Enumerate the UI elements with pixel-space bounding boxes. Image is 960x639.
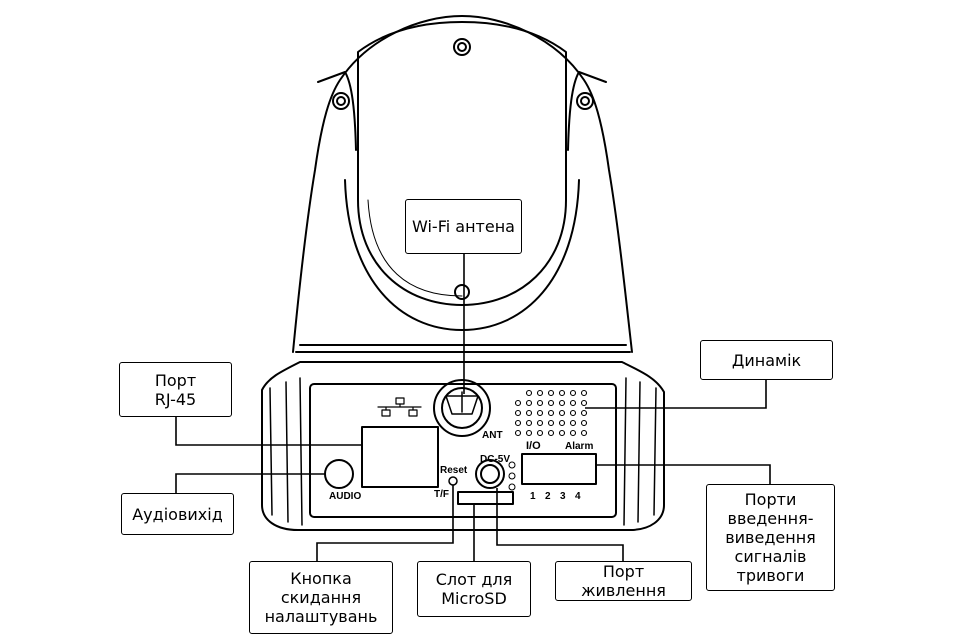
callout-reset-button: Кнопка скидання налаштувань: [249, 561, 393, 634]
speaker-hole: [536, 389, 544, 397]
speaker-hole: [547, 389, 555, 397]
antenna-connector: [433, 379, 491, 437]
camera-head-shell: [292, 15, 633, 353]
callout-alarm-io-ports: Порти введення- виведення сигналів триво…: [706, 484, 835, 591]
dc-mark: DC-5V: [480, 454, 510, 465]
reset-button: [448, 476, 458, 486]
speaker-hole: [525, 399, 533, 407]
callout-audio-out: Аудіовихід: [121, 493, 234, 535]
leader-lines: [175, 254, 771, 561]
speaker-hole: [536, 399, 544, 407]
camera-base: [261, 361, 665, 531]
speaker-hole: [536, 429, 544, 437]
speaker-hole: [558, 419, 566, 427]
speaker-hole: [558, 399, 566, 407]
network-icon: [377, 397, 422, 417]
ant-mark: ANT: [482, 430, 503, 441]
speaker-hole: [558, 389, 566, 397]
speaker-hole: [514, 419, 522, 427]
speaker-hole: [580, 389, 588, 397]
speaker-grille: [514, 389, 588, 437]
audio-mark: AUDIO: [329, 491, 361, 502]
left-screw: [332, 92, 350, 110]
power-jack: [475, 459, 505, 489]
callout-wifi-antenna: Wi-Fi антена: [405, 199, 522, 254]
speaker-hole: [536, 409, 544, 417]
speaker-hole: [569, 419, 577, 427]
speaker-hole: [525, 429, 533, 437]
callout-power-port: Порт живлення: [555, 561, 692, 601]
speaker-hole: [569, 429, 577, 437]
left-ear: [317, 71, 357, 151]
tf-mark: T/F: [434, 489, 449, 500]
pin-number: 4: [575, 491, 581, 502]
rj45-port: [361, 426, 439, 488]
speaker-hole: [547, 429, 555, 437]
right-ear: [567, 71, 607, 151]
speaker-hole: [547, 399, 555, 407]
callout-speaker: Динамік: [700, 340, 833, 380]
speaker-hole: [525, 409, 533, 417]
back-panel: [309, 383, 617, 518]
pin-number: 1: [530, 491, 536, 502]
microsd-slot: [457, 491, 514, 505]
speaker-hole: [514, 429, 522, 437]
speaker-hole: [525, 389, 533, 397]
speaker-hole: [514, 409, 522, 417]
speaker-hole: [547, 419, 555, 427]
pin-number: 2: [545, 491, 551, 502]
speaker-hole: [580, 429, 588, 437]
speaker-hole: [536, 419, 544, 427]
alarm-mark: Alarm: [565, 441, 593, 452]
speaker-hole: [569, 389, 577, 397]
speaker-hole: [580, 419, 588, 427]
speaker-hole: [569, 399, 577, 407]
pin-number: 3: [560, 491, 566, 502]
callout-rj45-port: Порт RJ-45: [119, 362, 232, 417]
top-screw: [453, 38, 471, 56]
right-screw: [576, 92, 594, 110]
speaker-hole: [558, 409, 566, 417]
reset-mark: Reset: [440, 465, 468, 476]
speaker-hole: [525, 419, 533, 427]
alarm-terminal: [521, 453, 597, 485]
speaker-hole: [580, 409, 588, 417]
callout-microsd-slot: Слот для MicroSD: [417, 561, 531, 617]
audio-jack: [324, 459, 354, 489]
speaker-hole: [569, 409, 577, 417]
speaker-hole: [580, 399, 588, 407]
io-mark: I/O: [526, 440, 541, 452]
speaker-hole: [558, 429, 566, 437]
speaker-hole: [547, 409, 555, 417]
camera-dome: [357, 21, 567, 306]
speaker-hole: [514, 399, 522, 407]
